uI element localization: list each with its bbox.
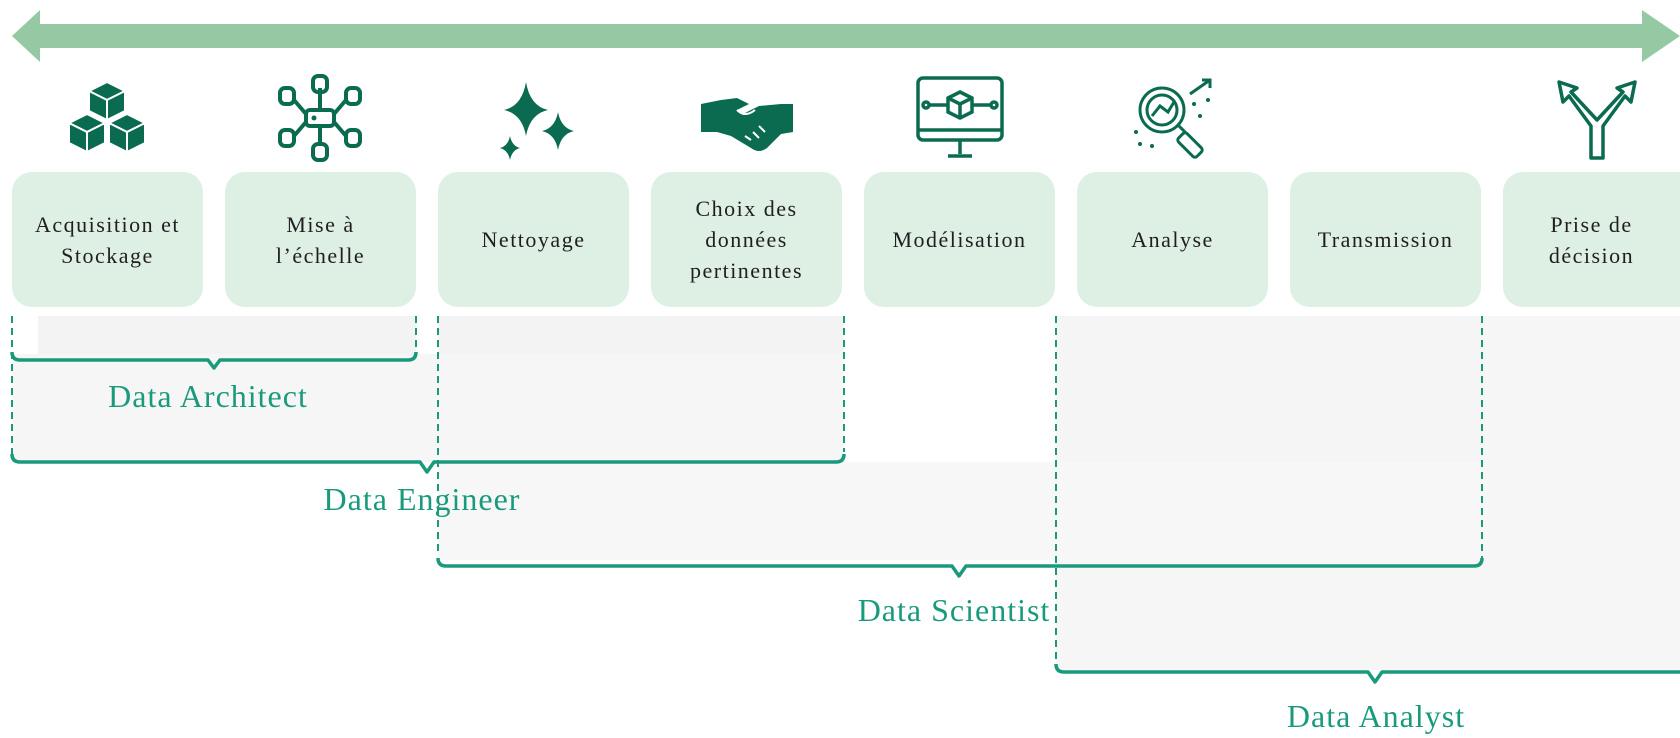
role-label-data-analyst: Data Analyst	[1286, 698, 1466, 734]
role-label-data-architect: Data Architect	[108, 378, 308, 414]
monitor-cube-icon	[916, 76, 1004, 158]
step-cleaning: Nettoyage	[438, 172, 629, 307]
step-acquisition: Acquisition et Stockage	[12, 172, 203, 307]
role-label-data-scientist: Data Scientist	[857, 592, 1051, 628]
step-label: Analyse	[1131, 227, 1214, 252]
data-analyst-bracket	[1054, 663, 1680, 684]
data-scientist-region-top	[1056, 316, 1482, 462]
step-label: Transmission	[1317, 227, 1454, 252]
data-scientist-bracket	[436, 557, 1484, 578]
step-transmission: Transmission	[1290, 172, 1481, 307]
data-engineer-region-top	[438, 316, 844, 354]
step-label: Modélisation	[892, 227, 1027, 252]
step-analysis: Analyse	[1077, 172, 1268, 307]
magnifier-chart-icon	[1134, 78, 1212, 159]
sparkles-icon	[500, 82, 574, 160]
data-engineer-region	[12, 354, 844, 462]
cubes-icon	[68, 81, 146, 153]
data-architect-region	[38, 316, 416, 354]
data-analyst-region	[1056, 560, 1680, 670]
step-label: Acquisition et Stockage	[34, 211, 181, 268]
fork-icon	[1557, 80, 1637, 160]
handshake-icon	[701, 98, 793, 151]
step-label: Choix des données pertinentes	[689, 196, 804, 283]
step-data-selection: Choix des données pertinentes	[651, 172, 842, 307]
step-scaling: Mise à l’échelle	[225, 172, 416, 307]
data-engineer-bracket	[10, 453, 846, 474]
role-label-data-engineer: Data Engineer	[323, 481, 521, 517]
timeline-double-arrow	[12, 10, 1680, 62]
step-label: Prise de décision	[1548, 211, 1635, 268]
data-scientist-region	[438, 462, 1482, 560]
data-analyst-region-right	[1482, 316, 1680, 560]
step-modeling: Modélisation	[864, 172, 1055, 307]
network-scale-icon	[278, 74, 362, 162]
step-label: Mise à l’échelle	[275, 211, 366, 268]
data-architect-bracket	[10, 351, 418, 370]
step-label: Nettoyage	[481, 227, 586, 252]
step-decision: Prise de décision	[1503, 172, 1680, 307]
